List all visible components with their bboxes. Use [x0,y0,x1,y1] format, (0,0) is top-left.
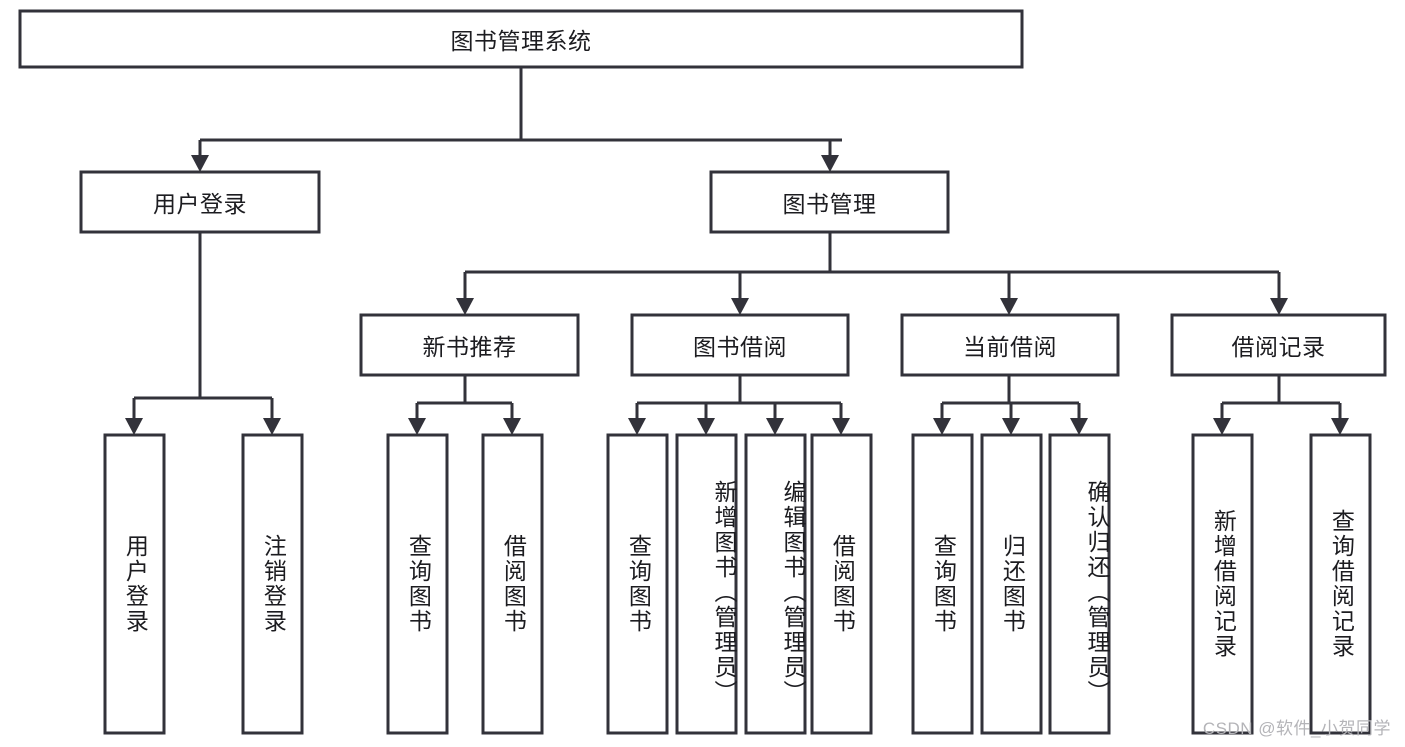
node-box-current-borrow[interactable] [900,313,1120,377]
leaf-text: 用户登录 [122,534,149,634]
node-label-root: 图书管理系统 [450,28,592,54]
node-label-book-borrow: 图书借阅 [693,334,787,360]
node-box-new-book-recommend[interactable] [359,313,580,377]
node-label-book-management: 图书管理 [782,191,877,217]
node-box-leaf[interactable] [481,433,544,735]
leaf-text: 查询图书 [625,534,652,634]
node-box-leaf[interactable] [744,433,807,735]
node-box-leaf[interactable] [1191,433,1254,735]
node-box-leaf[interactable] [810,433,873,735]
node-box-leaf[interactable] [103,433,166,735]
connector-user-login-to-leaves [125,232,281,435]
node-box-leaf[interactable] [675,433,738,735]
connector-new-book-to-leaves [408,375,521,435]
connector-borrow-record-to-leaves [1213,375,1349,435]
connector-current-borrow-to-leaves [933,375,1088,435]
node-label-borrow-record: 借阅记录 [1231,334,1326,360]
node-box-leaf[interactable] [386,433,449,735]
node-box-leaf[interactable] [980,433,1043,735]
node-box-leaf[interactable] [1048,433,1111,735]
leaf-text: 确认归还（管理员） [1084,479,1110,705]
node-box-root[interactable] [18,9,1024,69]
csdn-watermark: CSDN @软件_小贺同学 [1202,719,1391,738]
leaf-text: 借阅图书 [829,534,856,634]
node-box-book-management[interactable] [709,170,950,234]
leaf-text: 归还图书 [999,534,1026,634]
node-label-leaf: 查询图书 [913,435,972,733]
leaf-text: 注销登录 [260,534,287,634]
node-label-new-book-recommend: 新书推荐 [422,334,517,360]
node-label-leaf: 注销登录 [243,435,302,733]
node-label-leaf: 编辑图书（管理员） [746,435,806,741]
node-label-leaf: 归还图书 [982,435,1041,733]
node-box-book-borrow[interactable] [630,313,850,377]
node-label-leaf: 查询图书 [388,435,447,733]
connector-root-to-level1 [191,67,842,172]
leaf-text: 编辑图书（管理员） [780,479,806,705]
node-label-leaf: 用户登录 [105,435,164,733]
leaf-text: 新增借阅记录 [1210,509,1237,659]
leaf-text: 查询图书 [930,534,957,634]
node-box-leaf[interactable] [1309,433,1372,735]
node-label-leaf: 查询借阅记录 [1311,435,1370,733]
node-label-leaf: 借阅图书 [483,435,542,733]
node-box-borrow-record[interactable] [1170,313,1387,377]
leaf-text: 新增图书（管理员） [711,479,737,705]
node-label-current-borrow: 当前借阅 [963,334,1057,360]
node-label-leaf: 借阅图书 [812,435,871,733]
leaf-text: 查询借阅记录 [1328,509,1355,659]
node-label-leaf: 新增图书（管理员） [677,435,737,741]
node-box-leaf[interactable] [606,433,669,735]
node-label-leaf: 新增借阅记录 [1193,435,1252,733]
leaf-text: 借阅图书 [500,534,527,634]
node-label-leaf: 查询图书 [608,435,667,733]
leaf-text: 查询图书 [405,534,432,634]
node-box-leaf[interactable] [911,433,974,735]
node-label-user-login: 用户登录 [153,191,247,217]
node-label-leaf: 确认归还（管理员） [1050,435,1110,741]
connector-book-mgmt-to-level2 [456,232,1288,315]
node-box-user-login[interactable] [79,170,321,234]
connector-book-borrow-to-leaves [628,375,850,435]
node-box-leaf[interactable] [241,433,304,735]
